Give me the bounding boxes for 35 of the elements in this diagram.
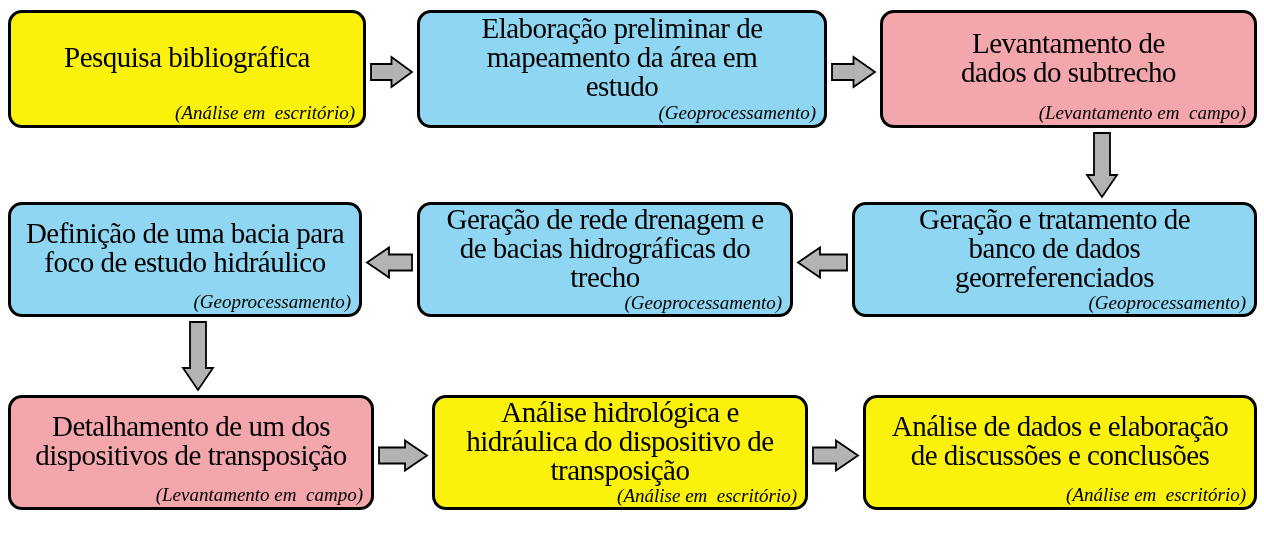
step-title: Geração e tratamento de banco de dados georreferenciados (917, 205, 1192, 292)
block-arrow (181, 321, 215, 392)
process-box (880, 10, 1257, 128)
process-box (863, 395, 1257, 510)
process-box (432, 395, 808, 510)
step-method: (Geoprocessamento) (1088, 292, 1246, 313)
process-box (8, 395, 374, 510)
block-arrow (365, 245, 413, 280)
process-box (8, 202, 362, 317)
block-arrow (378, 438, 429, 473)
step-method: (Análise em escritório) (175, 102, 355, 123)
step-title: Pesquisa bibliográfica (64, 43, 310, 72)
block-arrow (812, 438, 860, 473)
process-box (417, 202, 793, 317)
step-method: (Geoprocessamento) (658, 102, 816, 123)
process-box (417, 10, 827, 128)
step-title: Detalhamento de um dos dispositivos de transposição (34, 412, 348, 470)
block-arrow (1085, 132, 1119, 199)
step-method: (Geoprocessamento) (624, 292, 782, 313)
step-title: Geração de rede drenagem e de bacias hidrográficas do trecho (445, 205, 765, 292)
process-box (8, 10, 366, 128)
block-arrow (831, 55, 877, 89)
step-title: Análise hidrológica e hidráulica do dispositivo de transposição (465, 398, 775, 485)
step-method: (Análise em escritório) (617, 485, 797, 506)
step-method: (Análise em escritório) (1066, 484, 1246, 505)
process-box (852, 202, 1257, 317)
step-title: Definição de uma bacia para foco de estudo hidráulico (24, 219, 346, 277)
step-title: Levantamento de dados do subtrecho (960, 28, 1177, 87)
step-title: Elaboração preliminar de mapeamento da área em estudo (480, 14, 764, 101)
step-method: (Geoprocessamento) (193, 291, 351, 312)
block-arrow (370, 55, 414, 89)
block-arrow (796, 245, 848, 280)
step-title: Análise de dados e elaboração de discussões e conclusões (890, 412, 1230, 470)
step-method: (Levantamento em campo) (1038, 102, 1246, 123)
step-method: (Levantamento em campo) (155, 484, 363, 505)
